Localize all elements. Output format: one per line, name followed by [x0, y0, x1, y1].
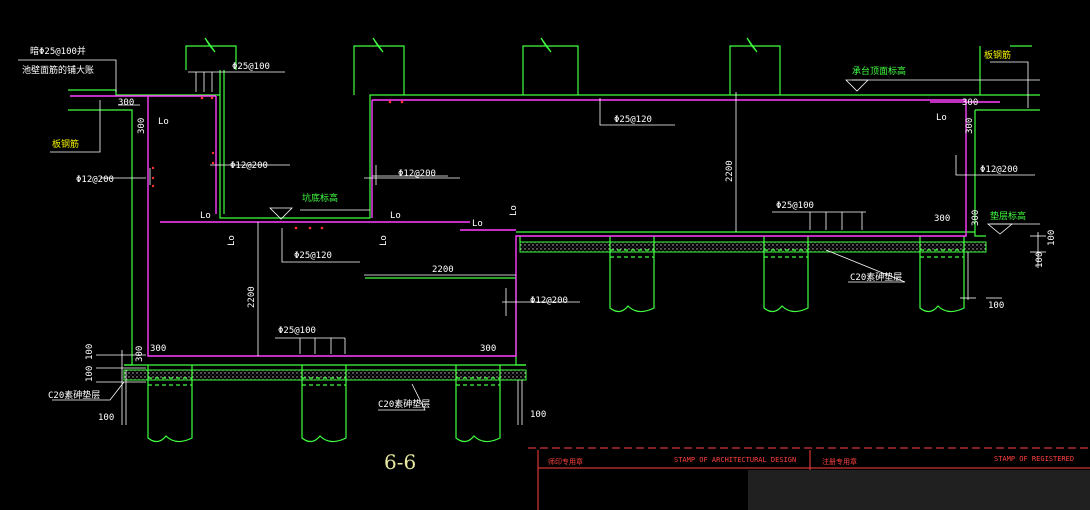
lo-label-1: Lo — [158, 117, 169, 127]
label-top-left-note: 池壁面筋的铺大账 — [22, 64, 94, 76]
label-rebar-bottom-left: Φ25@100 — [278, 326, 316, 336]
label-rebar-wall-mid: Φ12@200 — [398, 169, 436, 179]
pile-bottom-2 — [301, 365, 347, 443]
title-block — [528, 447, 1090, 510]
label-rebar-top-left: Φ25@100 — [232, 62, 270, 72]
label-rebar-wall-left: Φ12@200 — [76, 175, 114, 185]
label-cushion-mid: C20素砷垫层 — [378, 398, 430, 410]
dim-300-bottom-right-h: 300 — [480, 344, 496, 354]
label-rebar-bottom-right: Φ25@100 — [776, 201, 814, 211]
label-rebar-wall-inner-left: Φ12@200 — [230, 161, 268, 171]
cushion-right — [519, 241, 987, 253]
section-label: 6-6 — [384, 450, 416, 474]
label-rebar-wall-step: Φ12@200 — [530, 296, 568, 306]
title-block-cell-2: STAMP OF ARCHITECTURAL DESIGN — [674, 456, 796, 464]
label-elev-top-right: 承台顶面标高 — [852, 65, 906, 77]
dim-300-left-v: 300 — [137, 118, 147, 134]
lo-label-5: Lo — [379, 235, 389, 246]
label-cushion-left: C20素砷垫层 — [48, 389, 100, 401]
label-top-left-rebar: 暗Φ25@100并 — [30, 45, 86, 57]
dim-100-bottom: 100 — [530, 410, 546, 420]
dim-300-bottom-left-h: 300 — [150, 344, 166, 354]
pile-right-1 — [609, 236, 655, 313]
dim-300-mid-right-h: 300 — [934, 214, 950, 224]
label-rebar-lower-mid: Φ25@120 — [294, 251, 332, 261]
dim-2200-vertical-left: 2200 — [247, 286, 257, 308]
pile-bottom-1 — [147, 365, 193, 443]
label-slab-marker-left: 板钢筋 — [52, 138, 79, 150]
rebar-dots — [151, 96, 404, 230]
pile-right-2 — [763, 236, 809, 313]
lo-label-6: Lo — [472, 219, 483, 229]
cushion-layers — [123, 241, 987, 381]
dim-100-left-c: 100 — [98, 413, 114, 423]
elevation-markers — [269, 79, 1014, 235]
label-slab-marker-right: 板钢筋 — [984, 49, 1011, 61]
dim-100-left-b: 100 — [85, 366, 95, 382]
title-block-cell-4: STAMP OF REGISTERED — [994, 455, 1074, 463]
title-block-cell-1: 师印专用章 — [548, 457, 583, 466]
label-elev-right-base: 垫层标高 — [990, 210, 1026, 222]
dim-100-right-b: 100 — [1035, 252, 1045, 268]
piles — [147, 236, 965, 443]
label-rebar-wall-right: Φ12@200 — [980, 165, 1018, 175]
lo-label-8: Lo — [936, 113, 947, 123]
dim-100-right-c: 100 — [988, 301, 1004, 311]
lo-label-3: Lo — [227, 235, 237, 246]
dim-300-bottom-left-v: 300 — [135, 346, 145, 362]
lo-label-4: Lo — [390, 211, 401, 221]
pile-bottom-3 — [455, 365, 501, 443]
dim-300-mid-right: 300 — [965, 118, 975, 134]
cushion-left — [123, 369, 527, 381]
dim-100-left-a: 100 — [85, 344, 95, 360]
label-rebar-upper-mid: Φ25@120 — [614, 115, 652, 125]
dim-300-bottom-right-v: 300 — [971, 210, 981, 226]
lo-label-7: Lo — [509, 205, 519, 216]
pile-right-3 — [919, 236, 965, 313]
title-block-cell-3: 注册专用章 — [822, 457, 857, 466]
lo-label-2: Lo — [200, 211, 211, 221]
dim-2200-vertical-right: 2200 — [725, 160, 735, 182]
dim-100-right-a: 100 — [1047, 230, 1057, 246]
rebar-lines — [70, 95, 1000, 357]
concrete-outline — [68, 37, 1040, 366]
dimension-lines — [18, 59, 1046, 425]
label-elev-pit-bottom: 坑底标高 — [302, 192, 338, 204]
dim-300-top-right: 300 — [962, 98, 978, 108]
text-labels: 暗Φ25@100并 池壁面筋的铺大账 板钢筋 板钢筋 Φ25@100 Φ25@1… — [22, 45, 1074, 474]
dim-300-top-left: 300 — [118, 98, 134, 108]
dim-2200-horizontal: 2200 — [432, 265, 454, 275]
label-cushion-right: C20素砷垫层 — [850, 271, 902, 283]
